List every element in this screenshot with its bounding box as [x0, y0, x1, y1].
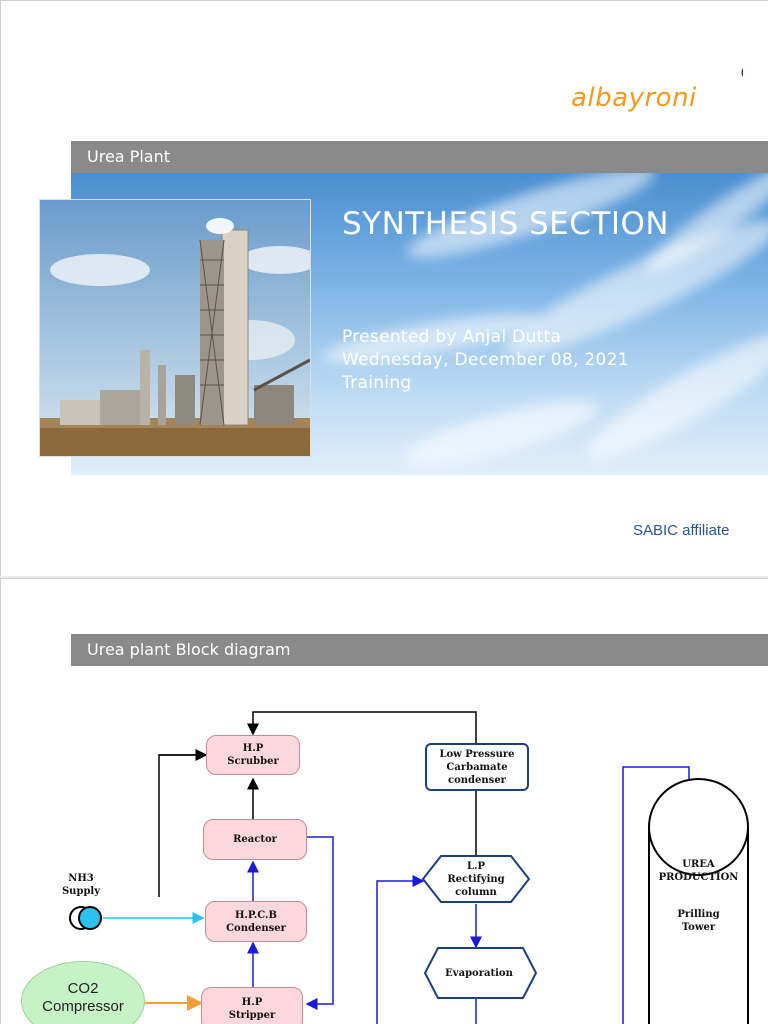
slide-separator: [0, 576, 768, 578]
section-band: Urea Plant: [71, 141, 768, 173]
slide-title: SYNTHESIS SECTION: [342, 206, 670, 242]
block-diagram-slide: Urea plant Block diagram: [0, 578, 768, 1024]
logo-latin: albayroni: [571, 83, 697, 113]
subtitle-line: Training: [342, 373, 412, 393]
flow-lines: [69, 711, 749, 1024]
date-line: Wednesday, December 08, 2021: [342, 350, 629, 370]
co2-compressor-node: CO2 Compressor: [21, 961, 145, 1024]
presenter-line: Presented by Anjal Dutta: [342, 327, 562, 347]
evaporation-node: Evaporation: [445, 967, 513, 979]
section-band: Urea plant Block diagram: [71, 634, 768, 666]
affiliate-label: SABIC affiliate: [633, 522, 730, 539]
reactor-node: Reactor: [203, 819, 307, 860]
logo-arabic: البيروني: [563, 39, 768, 87]
plant-photo: [39, 199, 320, 457]
svg-text:البيروني: البيروني: [739, 40, 743, 85]
title-slide: البيروني albayroni Urea Plant: [0, 0, 768, 578]
